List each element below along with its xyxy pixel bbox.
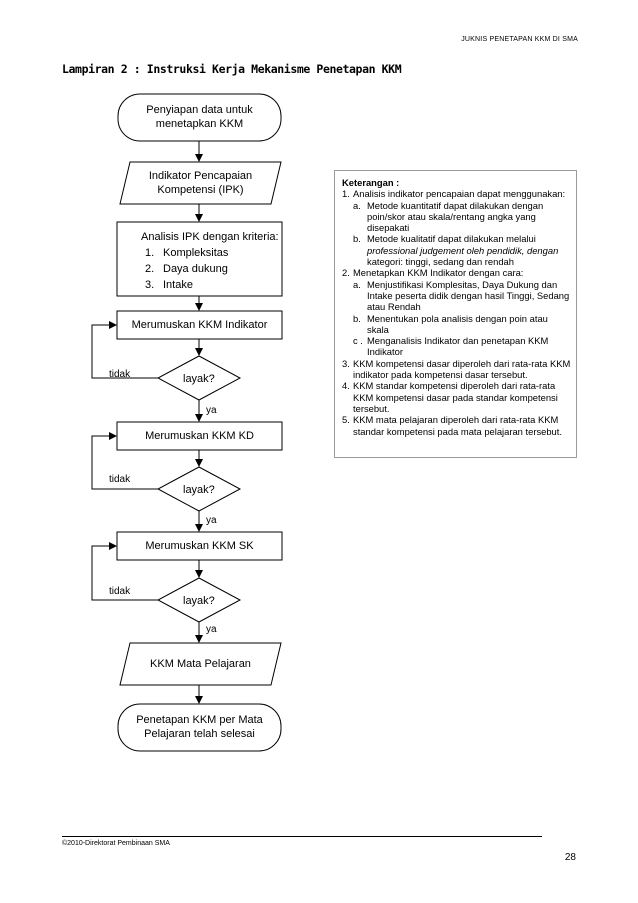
step-indikator-label: Merumuskan KKM Indikator <box>131 319 268 331</box>
loop-back-kd <box>91 432 158 490</box>
analysis-criteria: Analisis IPK dengan kriteria: 1.Kompleks… <box>141 229 279 293</box>
kkm-indikator-process-box <box>116 310 283 340</box>
note-item-1a: a. Metode kuantitatif dapat dilakukan de… <box>353 199 544 234</box>
no-label-2: tidak <box>109 474 131 485</box>
yes-label-2: ya <box>206 515 217 526</box>
kkm-mapel-data-shape <box>119 642 282 686</box>
ipk-label: Indikator Pencapaian Kompetensi (IPK) <box>120 169 281 197</box>
step-kd-label: Merumuskan KKM KD <box>145 430 254 442</box>
note-item-2c: c . Menganalisis Indikator dan penetapan… <box>353 335 549 358</box>
page-title: Lampiran 2 : Instruksi Kerja Mekanisme P… <box>62 62 402 76</box>
notes-content: Keterangan : 1.Analisis indikator pencap… <box>342 177 572 437</box>
no-label-1: tidak <box>109 369 131 380</box>
footer-divider <box>62 836 542 837</box>
kkm-kd-process-box <box>116 421 283 451</box>
start-label-line-2: menetapkan KKM <box>155 118 244 130</box>
note-item-1b: b. Metode kualitatif dapat dilakukan mel… <box>353 233 559 268</box>
notes-heading: Keterangan : <box>342 177 400 188</box>
end-label: Penetapan KKM per Mata Pelajaran telah s… <box>118 713 281 741</box>
note-item-1: 1.Analisis indikator pencapaian dapat me… <box>342 188 566 200</box>
kkm-mapel-label: KKM Mata Pelajaran <box>150 658 251 670</box>
note-item-4: 4. KKM standar kompetensi diperoleh dari… <box>342 380 558 414</box>
note-item-2: 2.Menetapkan KKM Indikator dengan cara: <box>342 267 524 279</box>
end-label-line-2: Pelajaran telah selesai <box>144 728 255 740</box>
yes-label-1: ya <box>206 405 217 416</box>
analysis-title: Analisis IPK dengan kriteria: <box>141 231 279 243</box>
end-label-line-1: Penetapan KKM per Mata <box>136 714 263 726</box>
note-item-2a: a. Menjustifikasi Komplesitas, Daya Duku… <box>353 278 570 313</box>
start-label: Penyiapan data untuk menetapkan KKM <box>118 103 281 131</box>
ipk-data-shape <box>119 161 282 205</box>
page-number: 28 <box>564 852 576 863</box>
criteria-item-2: 2.Daya dukung <box>145 263 228 275</box>
criteria-item-3: 3.Intake <box>145 279 193 291</box>
loop-back-indikator <box>91 321 158 379</box>
decision-label-1: layak? <box>183 373 215 385</box>
decision-label-2: layak? <box>183 484 215 496</box>
running-header: JUKNIS PENETAPAN KKM DI SMA <box>461 36 578 43</box>
footer-text: ©2010-Direktorat Pembinaan SMA <box>62 840 170 847</box>
yes-label-3: ya <box>206 624 217 635</box>
loop-back-sk <box>91 542 158 601</box>
step-sk-label: Merumuskan KKM SK <box>145 540 254 552</box>
ipk-label-line-2: Kompetensi (IPK) <box>157 184 244 196</box>
notes-box <box>334 170 577 458</box>
note-item-5: 5. KKM mata pelajaran diperoleh dari rat… <box>342 414 562 437</box>
criteria-item-1: 1.Kompleksitas <box>145 247 229 259</box>
end-terminator <box>117 703 282 752</box>
note-item-2b: b. Menentukan pola analisis dengan poin … <box>353 312 548 335</box>
analysis-process-box <box>116 221 283 297</box>
ipk-label-line-1: Indikator Pencapaian <box>148 170 253 182</box>
start-label-line-1: Penyiapan data untuk <box>146 104 253 116</box>
note-item-3: 3. KKM kompetensi dasar diperoleh dari r… <box>342 357 571 381</box>
no-label-3: tidak <box>109 586 131 597</box>
decision-label-3: layak? <box>183 595 215 607</box>
